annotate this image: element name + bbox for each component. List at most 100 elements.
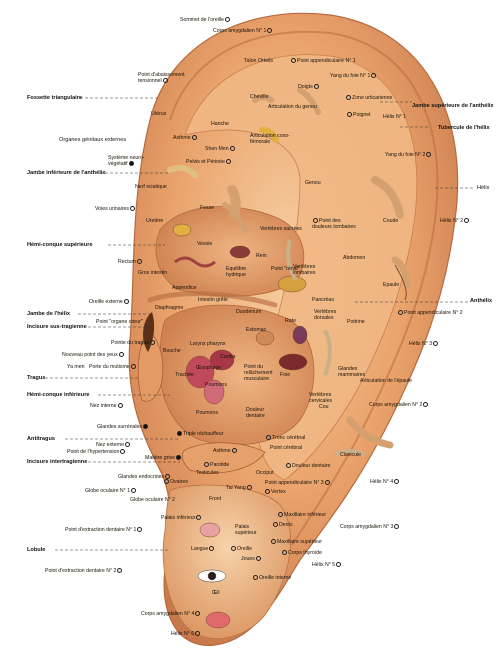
point-marker bbox=[394, 524, 399, 529]
point-label: Larynx pharynx bbox=[190, 341, 225, 347]
point-label: Rein bbox=[256, 253, 267, 259]
point-label: Pelvis et Périnée bbox=[186, 159, 232, 165]
side-label-jambe-helix: Jambe de l'hélix bbox=[27, 311, 70, 317]
point-marker bbox=[131, 364, 136, 369]
point-marker bbox=[230, 146, 235, 151]
point-label: Oreille interne bbox=[252, 575, 291, 581]
point-marker bbox=[347, 112, 352, 117]
point-marker bbox=[433, 341, 438, 346]
point-label: Hélix N° 2 bbox=[440, 218, 470, 224]
point-label: Utérus bbox=[151, 111, 166, 117]
point-label: Ya men bbox=[67, 364, 85, 370]
point-label: Point cérébral bbox=[270, 445, 302, 451]
point-label: Sommet de l'oreille bbox=[180, 17, 231, 23]
point-label: Intestin grêle bbox=[198, 297, 228, 303]
side-label-lobule: Lobule bbox=[27, 547, 45, 553]
point-label: Point "organe cœur" bbox=[96, 319, 143, 325]
point-label: Point d'extraction dentaire N° 2 bbox=[45, 568, 123, 574]
point-label: Talon bbox=[244, 58, 256, 64]
point-marker bbox=[464, 218, 469, 223]
point-label: Nez interne bbox=[90, 403, 124, 409]
point-marker bbox=[282, 550, 287, 555]
point-label: Corps amygdalien N° 4 bbox=[141, 611, 201, 617]
point-label: Shen Men bbox=[205, 146, 236, 152]
point-marker bbox=[195, 611, 200, 616]
point-label: Asthme bbox=[213, 448, 238, 454]
point-marker bbox=[117, 568, 122, 573]
point-label: Orteils bbox=[258, 58, 273, 64]
side-label-anthelix: Anthélix bbox=[470, 298, 492, 304]
point-label: Nouveau point des yeux bbox=[62, 352, 125, 358]
point-label: Matière grise bbox=[145, 455, 182, 461]
point-label: Nerf sciatique bbox=[135, 184, 167, 190]
point-label: Point du relâchement musculaire bbox=[244, 364, 282, 382]
point-marker bbox=[164, 479, 169, 484]
side-label-incisure-sus-tragienne: Incisure sus-tragienne bbox=[27, 324, 87, 330]
point-label: Coude bbox=[383, 218, 398, 224]
side-label-hemi-conque-superieure: Hémi-conque supérieure bbox=[27, 242, 93, 248]
point-marker bbox=[325, 480, 330, 485]
point-marker bbox=[266, 435, 271, 440]
point-label: Œsophage bbox=[196, 365, 221, 371]
point-label: Corps amygdalien N° 1 bbox=[213, 28, 273, 34]
point-marker bbox=[176, 455, 181, 460]
point-label: Epaule bbox=[383, 282, 399, 288]
point-label: Rectum bbox=[118, 259, 143, 265]
point-label: Maxillaire supérieur bbox=[270, 539, 322, 545]
point-label: Genou bbox=[305, 180, 321, 186]
point-marker bbox=[265, 489, 270, 494]
point-label: Abdomen bbox=[343, 255, 365, 261]
point-marker bbox=[336, 562, 341, 567]
point-marker bbox=[225, 17, 230, 22]
point-label: Cou bbox=[319, 404, 329, 410]
point-marker bbox=[231, 546, 236, 551]
point-label: Palais supérieur bbox=[235, 524, 263, 536]
point-label: Rate bbox=[285, 318, 296, 324]
point-label: Pancréas bbox=[312, 297, 334, 303]
point-marker bbox=[226, 159, 231, 164]
point-label: Bouche bbox=[163, 348, 181, 354]
point-label: Douleur dentaire bbox=[246, 407, 276, 419]
point-marker bbox=[256, 556, 261, 561]
point-label: Point appendiculaire N° 3 bbox=[265, 480, 331, 486]
point-marker bbox=[278, 512, 283, 517]
point-label: Triple réchauffeur bbox=[176, 431, 223, 437]
point-marker bbox=[129, 161, 134, 166]
side-label-incisure-intertragienne: Incisure intertragienne bbox=[27, 459, 87, 465]
point-label: Appendice bbox=[172, 285, 197, 291]
point-label: Oreille bbox=[230, 546, 252, 552]
point-label: Glandes mammaires bbox=[338, 366, 372, 378]
point-label: Point d'abaissement tensionnel bbox=[138, 72, 198, 84]
point-marker bbox=[314, 84, 319, 89]
point-marker bbox=[209, 546, 214, 551]
point-marker bbox=[131, 488, 136, 493]
point-marker bbox=[195, 631, 200, 636]
point-label: Cheville bbox=[250, 94, 268, 100]
point-label: Porte du mutisme bbox=[89, 364, 137, 370]
side-label-tubercule-helix: Tubercule de l'hélix bbox=[438, 125, 490, 131]
point-marker bbox=[196, 515, 201, 520]
point-marker bbox=[120, 449, 125, 454]
point-marker bbox=[247, 485, 252, 490]
point-label: Globe oculaire N° 2 bbox=[130, 497, 175, 503]
point-label: Voies urinaires bbox=[95, 206, 136, 212]
point-label: Nez externe bbox=[96, 442, 131, 448]
point-marker bbox=[346, 95, 351, 100]
point-label: Zone urticarienne bbox=[345, 95, 392, 101]
point-label: Corps amygdalien N° 2 bbox=[369, 402, 429, 408]
point-label: Diaphragme bbox=[155, 305, 183, 311]
point-label: Œil bbox=[212, 590, 220, 596]
point-label: Occiput bbox=[256, 470, 274, 476]
point-marker bbox=[267, 28, 272, 33]
point-label: Hélix N° 5 bbox=[312, 562, 342, 568]
point-marker bbox=[124, 299, 129, 304]
point-label: Hélix N° 1 bbox=[383, 114, 406, 120]
point-label: Gros intestin bbox=[138, 270, 167, 276]
point-label: Corps thyroïde bbox=[281, 550, 322, 556]
point-label: Vertèbres dorsales bbox=[314, 309, 350, 321]
point-label: Vertèbres cervicales bbox=[309, 392, 343, 404]
point-label: Poignet bbox=[346, 112, 371, 118]
point-label: Clavicule bbox=[340, 452, 361, 458]
point-label: Doigts bbox=[298, 84, 320, 90]
